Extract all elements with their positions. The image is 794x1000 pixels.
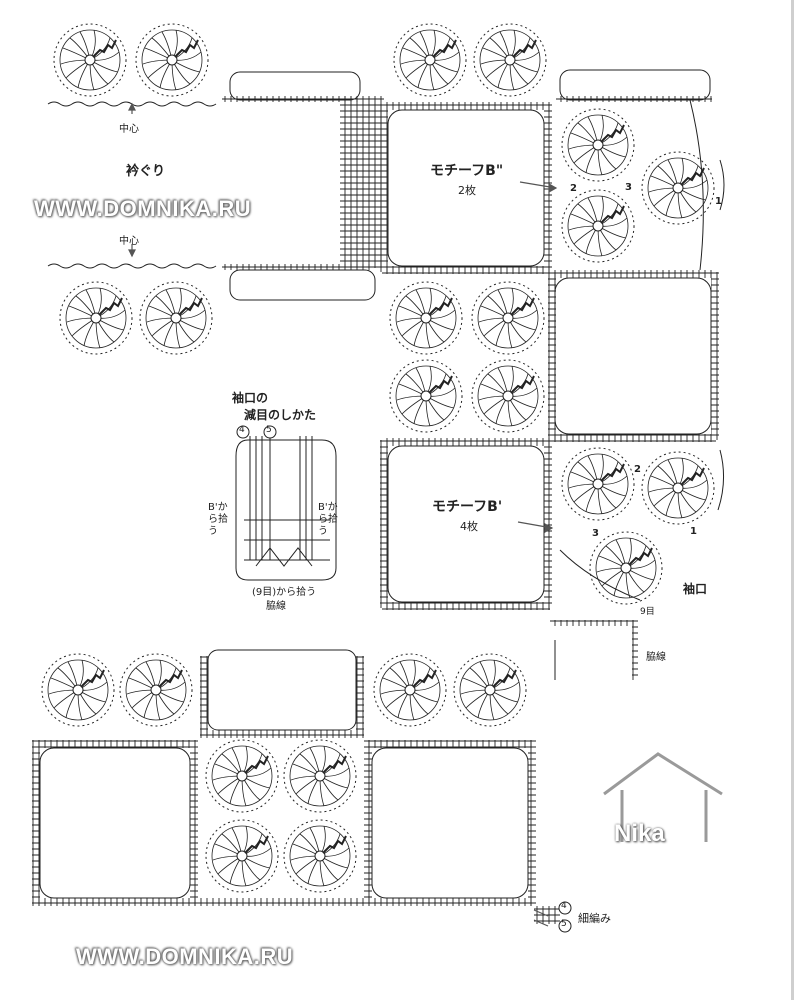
rows-9-label: 9目	[640, 607, 655, 617]
sleeve-title-line1: 袖口の	[232, 391, 269, 405]
sleeve-title-line2: 減目のしかた	[244, 408, 317, 422]
join-number-2: 2	[570, 183, 577, 194]
sleeve-label: 袖口	[683, 582, 708, 596]
watermark-bottom: WWW.DOMNIKA.RU	[76, 944, 294, 969]
motif-b2-label: モチーフB"	[430, 163, 504, 179]
circle-num-4: 4	[239, 425, 245, 435]
join-number-2b: 2	[634, 464, 641, 475]
motif-b1-count: 4枚	[460, 520, 478, 533]
fine-edge-label: 細編み	[578, 912, 611, 925]
circle-num-5: 5	[266, 425, 272, 435]
circle-num-5b: 5	[561, 919, 567, 929]
motif-b1-label: モチーフB'	[432, 499, 503, 515]
join-number-1: 1	[715, 196, 722, 207]
join-number-1b: 1	[690, 526, 697, 537]
motif-b2-count: 2枚	[458, 184, 476, 197]
neckline-label: 衿ぐり	[126, 164, 166, 179]
side-seam-label: 脇線	[646, 652, 666, 663]
pick-9rows-label: (9目)から拾う	[252, 587, 317, 598]
nika-logo: Nika	[614, 820, 665, 847]
join-number-3b: 3	[592, 528, 599, 539]
join-number-3: 3	[625, 182, 632, 193]
pick-from-b-left: B'から拾う	[208, 502, 228, 537]
center-label-bottom: 中心	[119, 236, 139, 247]
side-seam-small-label: 脇線	[266, 601, 286, 612]
circle-num-4b: 4	[561, 901, 567, 911]
pick-from-b-right: B'から拾う	[318, 502, 338, 537]
center-label-top: 中心	[119, 124, 139, 135]
watermark-top: WWW.DOMNIKA.RU	[34, 196, 252, 221]
